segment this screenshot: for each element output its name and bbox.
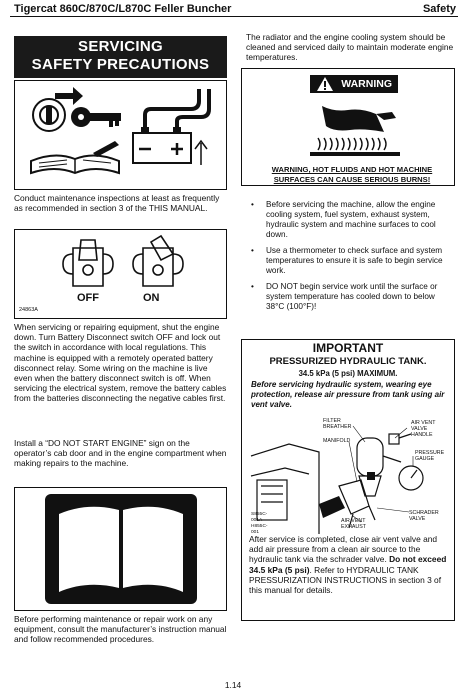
- warning-bullet: Use a thermometer to check surface and s…: [246, 246, 454, 276]
- do-not-start-paragraph: Install a “DO NOT START ENGINE” sign on …: [14, 438, 227, 469]
- inspection-paragraph: Conduct maintenance inspections at least…: [14, 193, 220, 214]
- after-service-text-b: . Refer to HYDRAULIC TANK PRESSURIZATION…: [249, 564, 442, 596]
- warning-caption-line2: SURFACES CAN CAUSE SERIOUS BURNS!: [273, 175, 431, 184]
- label-schrader-valve: SCHRADER VALVE: [409, 510, 439, 522]
- important-subheading: PRESSURIZED HYDRAULIC TANK.: [269, 356, 427, 367]
- release-pressure-instruction: Before servicing hydraulic system, weari…: [251, 380, 445, 409]
- switch-off-label: OFF: [77, 292, 99, 304]
- after-service-paragraph: After service is completed, close air ve…: [249, 534, 451, 595]
- switch-on-label: ON: [143, 292, 160, 304]
- warning-bullets: Before servicing the machine, allow the …: [246, 200, 454, 318]
- battery-disconnect-switch-icon: [62, 234, 184, 287]
- warning-caption-line1: WARNING, HOT FLUIDS AND HOT MACHINE: [271, 165, 433, 174]
- page-number: 1.14: [224, 680, 242, 690]
- warning-caption: WARNING, HOT FLUIDS AND HOT MACHINE SURF…: [252, 165, 452, 185]
- battery-switch-panel: OFF ON 24863A: [14, 229, 227, 319]
- label-air-vent-exhaust: AIR VENT EXHAUST: [341, 518, 367, 530]
- warning-bullet: DO NOT begin service work until the surf…: [246, 282, 454, 312]
- header-rule: [10, 16, 458, 17]
- pressure-limit: 34.5 kPa (5 psi) MAXIMUM.: [298, 369, 398, 378]
- consult-manual-paragraph: Before performing maintenance or repair …: [14, 614, 227, 645]
- warning-label: WARNING: [310, 75, 398, 93]
- important-panel: [241, 339, 455, 621]
- label-manifold: MANIFOLD: [323, 438, 351, 444]
- section-title-box: SERVICING SAFETY PRECAUTIONS: [14, 36, 227, 78]
- safety-icon-panel: [14, 80, 227, 190]
- label-filter-breather: FILTER BREATHER: [323, 418, 352, 430]
- figure-code: 24863A: [19, 307, 38, 313]
- radiator-paragraph: The radiator and the engine cooling syst…: [246, 32, 454, 63]
- important-heading: IMPORTANT: [312, 341, 384, 355]
- section-title-line1: SERVICING: [78, 38, 163, 55]
- warning-bullet: Before servicing the machine, allow the …: [246, 200, 454, 240]
- diagram-code: S855C-001A H855C-001: [251, 512, 268, 535]
- hot-surface-icon: [310, 106, 400, 156]
- document-title: Tigercat 860C/870C/L870C Feller Buncher: [14, 3, 232, 15]
- after-service-bold: Do not exceed 34.5 kPa (5 psi): [249, 554, 447, 575]
- section-name: Safety: [422, 3, 456, 15]
- hydraulic-tank-drawing: [250, 425, 424, 534]
- label-pressure-gauge: PRESSURE GAUGE: [415, 450, 445, 462]
- hot-fluids-warning-panel: [241, 68, 455, 186]
- read-manual-panel: [14, 487, 227, 611]
- label-air-vent-valve-handle: AIR VENT VALVE HANDLE: [411, 420, 436, 438]
- hydraulic-tank-diagram: FILTER BREATHER MANIFOLD AIR VENT VALVE …: [249, 416, 449, 535]
- lockout-key-battery-icon: [30, 87, 211, 175]
- after-service-text-a: After service is completed, close air ve…: [249, 534, 438, 565]
- read-manual-book-icon: [45, 494, 197, 604]
- section-title-line2: SAFETY PRECAUTIONS: [31, 56, 210, 73]
- lockout-paragraph: When servicing or repairing equipment, s…: [14, 322, 227, 404]
- warning-triangle-icon: [317, 77, 333, 91]
